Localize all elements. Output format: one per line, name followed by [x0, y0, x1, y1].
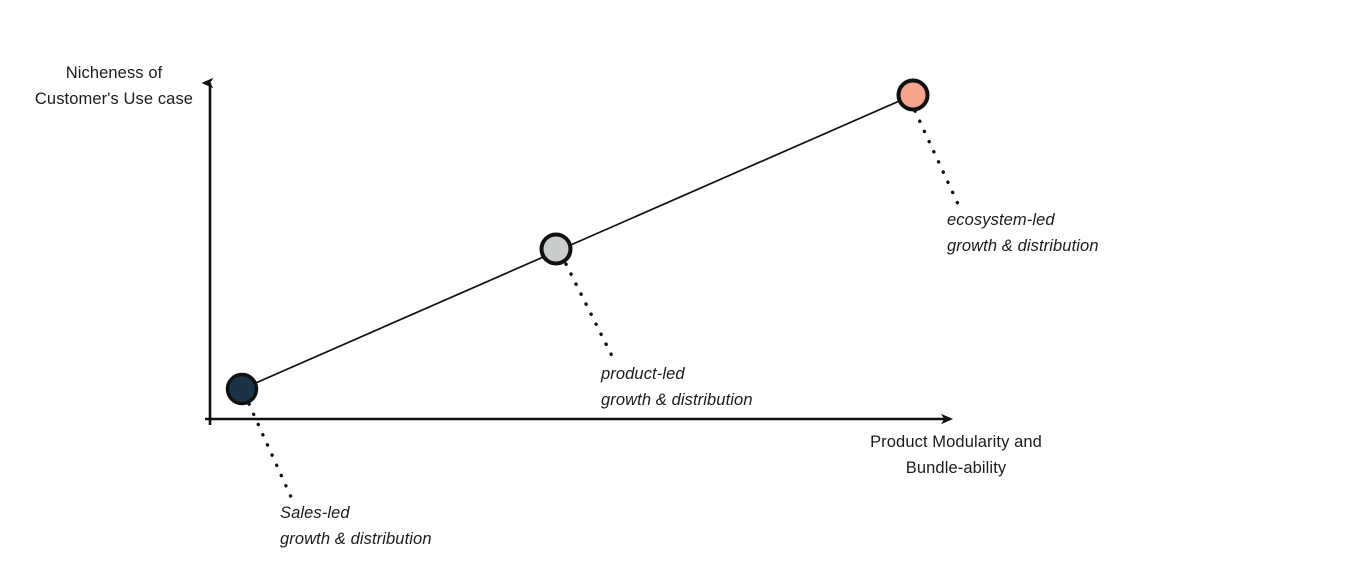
leader-line-product: [564, 262, 615, 360]
data-point-ecosystem[interactable]: [896, 78, 930, 112]
data-point-sales[interactable]: [225, 372, 259, 406]
leader-line-ecosystem: [913, 109, 960, 206]
x-axis-label: Product Modularity and Bundle-ability: [870, 433, 1042, 477]
data-point-product[interactable]: [539, 232, 573, 266]
axis-lines: [201, 77, 953, 425]
data-points: [225, 78, 930, 406]
trend-line: [241, 94, 914, 390]
annotation-product-led: product-led growth & distribution: [601, 365, 753, 409]
annotation-ecosystem-led: ecosystem-led growth & distribution: [947, 211, 1099, 255]
y-axis-label: Nicheness of Customer's Use case: [34, 64, 194, 108]
annotation-sales-led: Sales-led growth & distribution: [280, 504, 432, 548]
